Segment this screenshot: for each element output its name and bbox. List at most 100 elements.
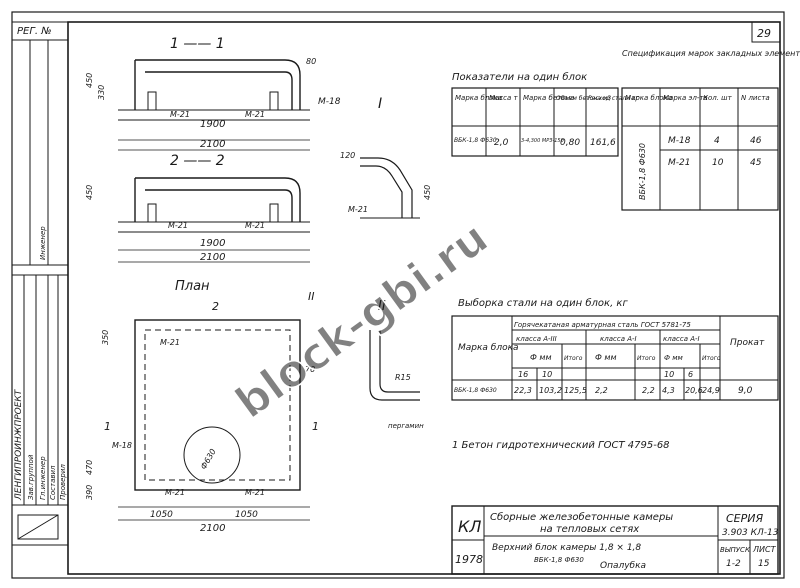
steel-class-a3: класса А-III [516,335,557,343]
plan-dim-470: 470 [85,460,94,475]
steel-itogo-1: Итого [564,355,583,362]
ind-r-3: 0,80 [560,138,580,148]
outer-frame [11,11,785,579]
opening-circle [183,426,241,484]
plan-dim-390: 390 [85,485,94,500]
steel-group-header: Горячекатаная арматурная сталь ГОСТ 5781… [514,321,691,329]
label-m21-a1: М-21 [170,110,190,119]
ind-h-2: Марка бетона [523,94,574,102]
dim-1900-a: 1900 [200,119,225,130]
plan-dim-1050-b: 1050 [235,510,258,520]
series-value: 3.903 КЛ-13 [722,528,779,538]
issue-value: 1-2 [726,559,741,569]
stamp-line-3: Составил [49,465,57,500]
stamp-logo [17,514,59,540]
node-m21: М-21 [348,205,368,214]
section-1-1: 1 —— 1 1900 2100 450 330 80 М-18 М-21 М-… [85,36,341,151]
steel-r-6: 4,3 [662,386,675,395]
node-2-r15: R15 [395,373,411,382]
node-dim-450: 450 [423,185,432,200]
steel-phi-3: Ф мм [664,354,684,362]
ind-h-1: Масса т [489,94,519,102]
title-line-2: на тепловых сетях [540,524,639,535]
steel-title: Выборка стали на один блок, кг [458,297,628,309]
node-2-title: II [378,299,386,314]
indicators-title: Показатели на один блок [452,71,587,83]
node-1-title: I [378,96,382,112]
dim-330-a: 330 [97,85,106,100]
spec-h-3: N листа [741,94,770,102]
steel-sub-1: 10 [542,370,552,379]
steel-r-9: 9,0 [738,386,753,396]
label-m21-a2: М-21 [245,110,265,119]
org-label: ЛЕНГИПРОИНЖПРОЕКТ [14,388,24,501]
spec-r0-1: 4 [714,136,720,146]
node-dim-120: 120 [340,151,355,160]
dim-1900-b: 1900 [200,238,225,249]
steel-block-header: Марка блока [458,343,519,353]
stamp-line-2: Гл.инженер [39,456,47,500]
steel-sub-0: 16 [518,370,528,379]
table-steel: Выборка стали на один блок, кг Марка бло… [451,297,779,401]
steel-r-0: ВБК-1,8 Ф630 [454,387,497,394]
title-line-1: Сборные железобетонные камеры [490,511,673,523]
node-2: II R15 пергамин [369,299,424,430]
ind-r-4: 161,6 [590,138,616,148]
dim-80-a: 80 [306,57,316,66]
spec-h-1: Марка эл-та [663,94,708,102]
dim-2100-a: 2100 [200,139,225,150]
steel-itogo-3: Итого [702,355,721,362]
plan-m21-3: М-21 [245,488,265,497]
sheet-label: ЛИСТ [752,545,777,554]
title-code: КЛ [458,517,481,536]
ind-r-1: 2,0 [494,138,509,148]
plan-m21-1: М-21 [160,338,180,347]
steel-phi-2: Ф мм [595,353,617,362]
steel-class-a1b: класса А-I [663,335,700,343]
steel-r-7: 20,6 [685,386,703,395]
steel-sub-3: 6 [688,370,693,379]
spec-h-0: Марка блока [625,94,672,102]
reg-label: РЕГ. № [17,26,52,37]
section-2-2: 2 —— 2 1900 2100 450 М-21 М-21 [85,153,310,263]
title-line-4: ВБК-1,8 Ф630 [534,556,584,564]
plan-dim-1050-a: 1050 [150,510,173,520]
table-spec: Спецификация марок закладных элементов н… [621,49,800,211]
dim-450-b: 450 [85,185,94,200]
steel-class-a1: класса А-I [600,335,637,343]
node-2-plate: пергамин [388,422,424,430]
label-m21-b2: М-21 [245,221,265,230]
spec-h-2: Кол. шт [703,94,733,102]
ind-r-2: 3-4,300 МРЗ-150 [521,138,564,144]
ind-r-0: ВБК-1,8 Ф630 [454,137,497,144]
stamp-line-1: Зав.группой [27,454,35,500]
label-m18-a: М-18 [318,97,341,107]
table-indicators: Показатели на один блок Марка блока Масс… [451,71,640,157]
plan-dim-70: 70 [305,365,315,374]
plan-dim-350: 350 [101,330,110,345]
plan-m21-2: М-21 [165,488,185,497]
spec-r0-0: М-18 [668,136,691,146]
plan-d630: Ф630 [199,447,218,471]
steel-r-2: 103,2 [539,386,562,395]
title-year: 1978 [455,553,483,566]
title-line-5: Опалубка [600,561,646,571]
steel-r-8: 24,9 [702,386,720,395]
steel-r-1: 22,3 [514,386,532,395]
sheet-value: 15 [758,559,770,569]
steel-phi-1: Ф мм [530,353,552,362]
plan-view: План 1050 1050 2100 Ф630 М-21 М-21 М-21 … [85,279,319,534]
plan-sec-2: 2 [212,300,219,313]
series-label: СЕРИЯ [726,512,763,525]
steel-r-5: 2,2 [642,386,655,395]
note-concrete: 1 Бетон гидротехнический ГОСТ 4795-68 [452,440,670,451]
section-1-title: 1 —— 1 [170,36,225,52]
steel-r-3: 125,5 [564,386,587,395]
title-line-3: Верхний блок камеры 1,8 × 1,8 [492,543,641,553]
plan-dim-2100: 2100 [200,523,225,534]
node-1: I 120 450 М-21 [340,96,432,219]
steel-sub-2: 10 [664,370,674,379]
ind-h-3: Объем бетона м3 [556,95,611,102]
plan-sec-1a: 1 [104,420,111,433]
